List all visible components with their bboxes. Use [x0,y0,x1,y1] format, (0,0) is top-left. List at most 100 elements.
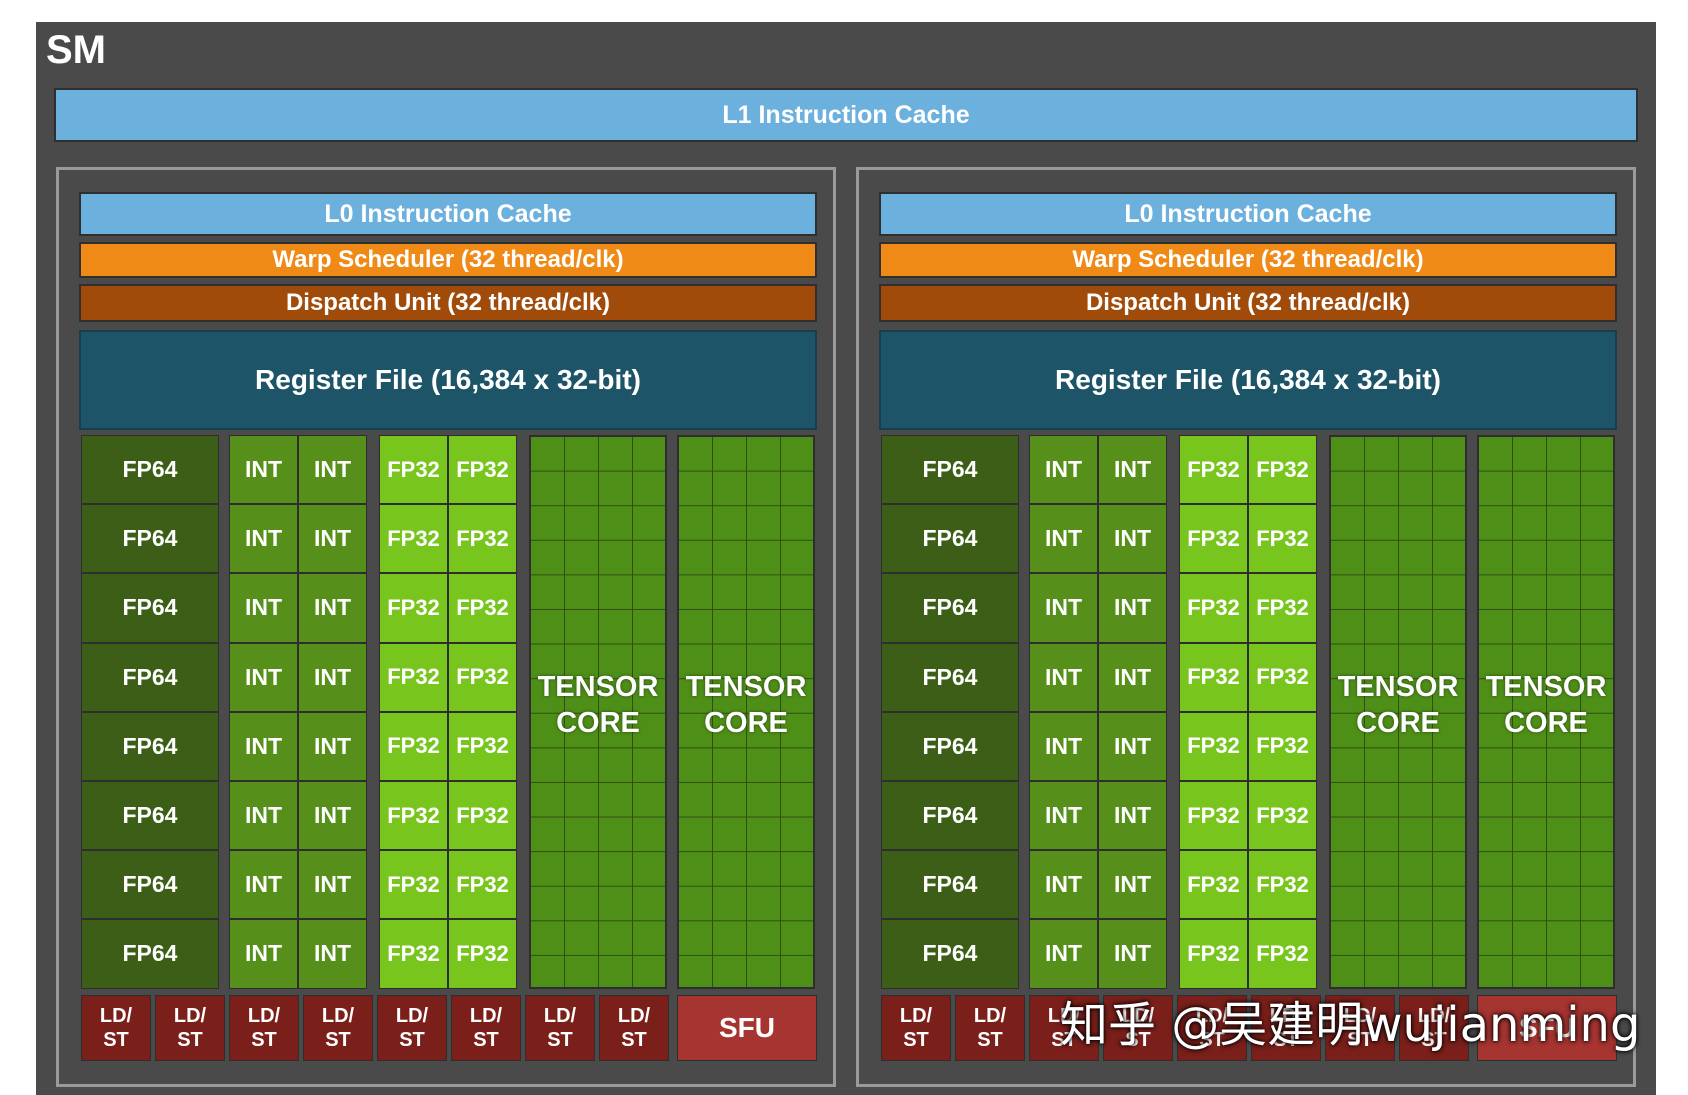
ld-st-label-top: LD/ [1047,1004,1081,1027]
fp32-unit: FP32 [1179,850,1248,920]
int-unit: INT [1098,711,1167,781]
ld-st-label-top: LD/ [1195,1004,1229,1027]
ld-st-unit: LD/ST [451,994,521,1061]
ld-st-label-top: LD/ [321,1004,355,1027]
fp32-unit: FP32 [448,504,517,574]
ld-st-label-bottom: ST [1199,1028,1225,1051]
int-unit: INT [1029,850,1098,920]
ld-st-unit: LD/ST [1029,994,1099,1061]
ld-st-unit: LD/ST [955,994,1025,1061]
fp32-unit: FP32 [1248,850,1317,920]
fp64-unit: FP64 [81,781,219,851]
int-unit: INT [229,919,298,989]
int-unit: INT [1029,504,1098,574]
fp64-unit: FP64 [81,504,219,574]
ld-st-unit: LD/ST [1177,994,1247,1061]
fp64-unit: FP64 [81,919,219,989]
dispatch-unit: Dispatch Unit (32 thread/clk) [79,284,817,322]
tensor-core-label-line2: CORE [704,707,788,739]
int-unit: INT [298,435,367,505]
int-unit: INT [1029,781,1098,851]
int-unit: INT [1098,919,1167,989]
fp32-unit: FP32 [379,642,448,712]
ld-st-label-bottom: ST [325,1028,351,1051]
ld-st-unit: LD/ST [1103,994,1173,1061]
tensor-core-label-line2: CORE [556,707,640,739]
ld-st-label-bottom: ST [251,1028,277,1051]
fp64-unit: FP64 [881,850,1019,920]
ld-st-unit: LD/ST [1325,994,1395,1061]
ld-st-label-bottom: ST [903,1028,929,1051]
int-unit: INT [298,504,367,574]
ld-st-unit: LD/ST [81,994,151,1061]
int-unit: INT [1029,919,1098,989]
fp32-unit: FP32 [1248,711,1317,781]
ld-st-label-bottom: ST [399,1028,425,1051]
fp64-unit: FP64 [81,850,219,920]
ld-st-label-bottom: ST [177,1028,203,1051]
tensor-core-label-line1: TENSOR [537,671,659,703]
ld-st-unit: LD/ST [525,994,595,1061]
sfu-unit: SFU [677,994,817,1061]
fp32-unit: FP32 [379,919,448,989]
int-unit: INT [1029,642,1098,712]
ld-st-label-top: LD/ [99,1004,133,1027]
int-unit: INT [298,711,367,781]
int-unit: INT [229,642,298,712]
ld-st-label-top: LD/ [173,1004,207,1027]
ld-st-label-top: LD/ [1269,1004,1303,1027]
fp32-unit: FP32 [1179,711,1248,781]
fp32-unit: FP32 [1248,573,1317,643]
ld-st-label-top: LD/ [1417,1004,1451,1027]
int-unit: INT [229,850,298,920]
fp32-unit: FP32 [1179,919,1248,989]
ld-st-unit: LD/ST [303,994,373,1061]
ld-st-label-bottom: ST [1273,1028,1299,1051]
ld-st-label-top: LD/ [617,1004,651,1027]
warp-scheduler: Warp Scheduler (32 thread/clk) [79,242,817,278]
int-unit: INT [1098,642,1167,712]
ld-st-unit: LD/ST [377,994,447,1061]
int-unit: INT [298,573,367,643]
tensor-core-label-line2: CORE [1356,707,1440,739]
int-unit: INT [229,781,298,851]
ld-st-label-bottom: ST [1051,1028,1077,1051]
fp32-unit: FP32 [1179,504,1248,574]
ld-st-label-top: LD/ [247,1004,281,1027]
int-unit: INT [229,711,298,781]
int-unit: INT [1098,435,1167,505]
int-unit: INT [298,642,367,712]
ld-st-label-bottom: ST [547,1028,573,1051]
fp32-unit: FP32 [448,642,517,712]
ld-st-unit: LD/ST [599,994,669,1061]
l0-instruction-cache: L0 Instruction Cache [879,192,1617,236]
int-unit: INT [1098,573,1167,643]
ld-st-unit: LD/ST [1251,994,1321,1061]
ld-st-label-bottom: ST [977,1028,1003,1051]
tensor-core-label-line1: TENSOR [1485,671,1607,703]
int-unit: INT [229,504,298,574]
fp64-unit: FP64 [81,435,219,505]
fp32-unit: FP32 [448,711,517,781]
int-unit: INT [1098,781,1167,851]
fp32-unit: FP32 [1179,435,1248,505]
fp32-unit: FP32 [1248,919,1317,989]
int-unit: INT [1029,435,1098,505]
ld-st-label-bottom: ST [621,1028,647,1051]
ld-st-label-top: LD/ [1343,1004,1377,1027]
fp32-unit: FP32 [379,781,448,851]
fp64-unit: FP64 [81,573,219,643]
dispatch-unit: Dispatch Unit (32 thread/clk) [879,284,1617,322]
int-unit: INT [1029,573,1098,643]
fp32-unit: FP32 [1248,504,1317,574]
fp64-unit: FP64 [881,573,1019,643]
fp64-unit: FP64 [881,711,1019,781]
fp32-unit: FP32 [1248,435,1317,505]
fp32-unit: FP32 [379,435,448,505]
